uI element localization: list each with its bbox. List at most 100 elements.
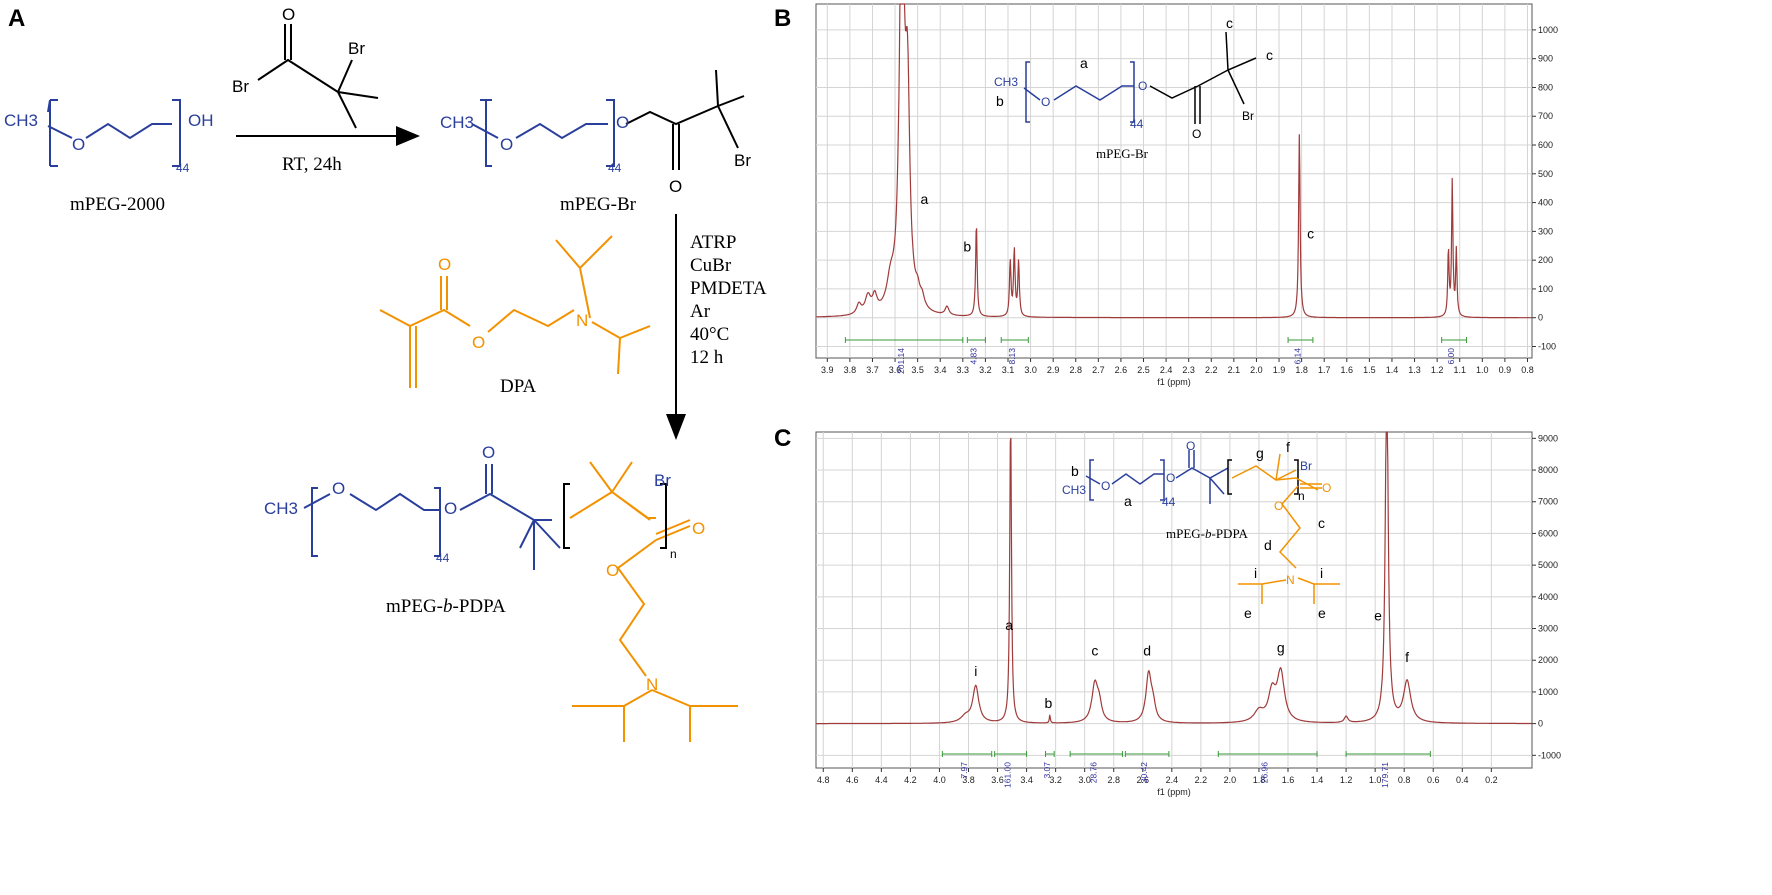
plot-frame (815, 431, 1533, 769)
block-name: mPEG-b-PDPA (386, 596, 506, 617)
x-tick-label: 2.7 (1092, 365, 1105, 375)
inset-b-subscript: 44 (1130, 117, 1144, 131)
block-subscript-44: 44 (436, 551, 450, 565)
x-tick-label: 4.4 (875, 775, 888, 785)
x-tick-label: 3.4 (934, 365, 947, 375)
x-tick-label: 1.8 (1253, 775, 1266, 785)
x-tick-label: 1.3 (1408, 365, 1421, 375)
reagent-structure (257, 24, 379, 129)
panel-b-letter: B (774, 5, 791, 32)
inset-c-subscript-n: n (1298, 489, 1305, 503)
peak-label: e (1374, 608, 1382, 624)
x-tick-label: 2.2 (1195, 775, 1208, 785)
y-tick-label: -1000 (1538, 750, 1561, 760)
y-tick-label: 100 (1538, 284, 1553, 294)
y-tick-label: 2000 (1538, 655, 1558, 665)
step2-line-3: PMDETA (690, 278, 767, 299)
inset-c-label-e1: e (1244, 605, 1252, 621)
block-o5: O (606, 561, 619, 580)
inset-c-name-post: -PDPA (1212, 526, 1249, 541)
x-tick-label: 1.5 (1363, 365, 1376, 375)
y-tick-label: 400 (1538, 198, 1553, 208)
y-tick-label: 200 (1538, 255, 1553, 265)
panel-c-letter: C (774, 425, 791, 452)
peak-label: a (1005, 617, 1013, 633)
x-tick-label: 1.1 (1453, 365, 1466, 375)
peak-label: c (1091, 642, 1098, 658)
block-name-italic: b (443, 596, 453, 617)
step2-line-6: 12 h (690, 347, 724, 368)
x-tick-label: 1.6 (1341, 365, 1354, 375)
reagent-br2: Br (348, 39, 365, 58)
y-tick-label: 3000 (1538, 624, 1558, 634)
x-tick-label: 4.0 (933, 775, 946, 785)
x-tick-label: 0.4 (1456, 775, 1469, 785)
x-tick-label: 1.2 (1431, 365, 1444, 375)
inset-c-o3: O (1186, 439, 1195, 453)
inset-c-label-i2: i (1320, 565, 1323, 581)
integral-value: 30.42 (1139, 762, 1149, 784)
inset-c-o1: O (1101, 479, 1110, 493)
x-tick-label: 1.9 (1273, 365, 1286, 375)
x-tick-label: 4.6 (846, 775, 859, 785)
inset-c-name-italic: b (1205, 526, 1212, 541)
x-tick-label: 0.8 (1398, 775, 1411, 785)
reaction-arrow-1 (236, 126, 420, 146)
inset-c-label-i1: i (1254, 565, 1257, 581)
reagent-o: O (282, 5, 295, 24)
y-tick-label: 1000 (1538, 687, 1558, 697)
x-tick-label: 3.8 (962, 775, 975, 785)
mpegbr-o3: O (669, 177, 682, 196)
step2-line-4: Ar (690, 301, 711, 322)
inset-b-label-c1: c (1226, 15, 1233, 31)
x-tick-label: 2.0 (1250, 365, 1263, 375)
x-tick-label: 3.0 (1024, 365, 1037, 375)
y-tick-label: 800 (1538, 82, 1553, 92)
x-tick-label: 1.0 (1369, 775, 1382, 785)
x-tick-label: 2.6 (1115, 365, 1128, 375)
x-tick-label: 2.1 (1228, 365, 1241, 375)
block-o3: O (482, 443, 495, 462)
x-tick-label: 3.0 (1078, 775, 1091, 785)
block-o1: O (332, 479, 345, 498)
integral-value: 4.83 (968, 348, 978, 365)
step2-line-5: 40°C (690, 324, 729, 345)
integral-value: 179.71 (1380, 762, 1390, 788)
inset-b-ch3: CH3 (994, 75, 1018, 89)
peak-label: d (1143, 642, 1151, 658)
x-tick-label: 3.9 (821, 365, 834, 375)
inset-c-label-f: f (1286, 439, 1290, 455)
x-tick-label: 2.5 (1137, 365, 1150, 375)
inset-c-label-a: a (1124, 493, 1132, 509)
x-tick-label: 3.4 (1020, 775, 1033, 785)
integral-value: 8.13 (1007, 348, 1017, 365)
mpegbr-structure (471, 69, 745, 170)
inset-c-subscript: 44 (1162, 495, 1176, 509)
inset-c-label-b: b (1071, 463, 1079, 479)
inset-b-o3: O (1192, 127, 1201, 141)
inset-c-name: mPEG-b-PDPA (1166, 526, 1248, 541)
inset-c-br: Br (1300, 459, 1312, 473)
inset-b-label-b: b (996, 93, 1004, 109)
x-tick-label: 2.8 (1107, 775, 1120, 785)
y-tick-label: 600 (1538, 140, 1553, 150)
peak-label: i (974, 663, 977, 679)
x-tick-label: 4.8 (817, 775, 830, 785)
inset-b-label-c2: c (1266, 47, 1273, 63)
inset-b-label-a: a (1080, 55, 1088, 71)
mpegbr-subscript: 44 (608, 161, 622, 175)
step2-line-2: CuBr (690, 255, 732, 276)
y-tick-label: 900 (1538, 54, 1553, 64)
x-axis-label: f1 (ppm) (1157, 377, 1191, 387)
y-tick-label: 0 (1538, 313, 1543, 323)
y-tick-label: 0 (1538, 719, 1543, 729)
inset-c-label-e2: e (1318, 605, 1326, 621)
inset-c-label-c: c (1318, 515, 1325, 531)
x-tick-label: 0.2 (1485, 775, 1498, 785)
spectrum-trace (816, 431, 1532, 725)
y-tick-label: 9000 (1538, 433, 1558, 443)
inset-c-o4: O (1322, 481, 1331, 495)
